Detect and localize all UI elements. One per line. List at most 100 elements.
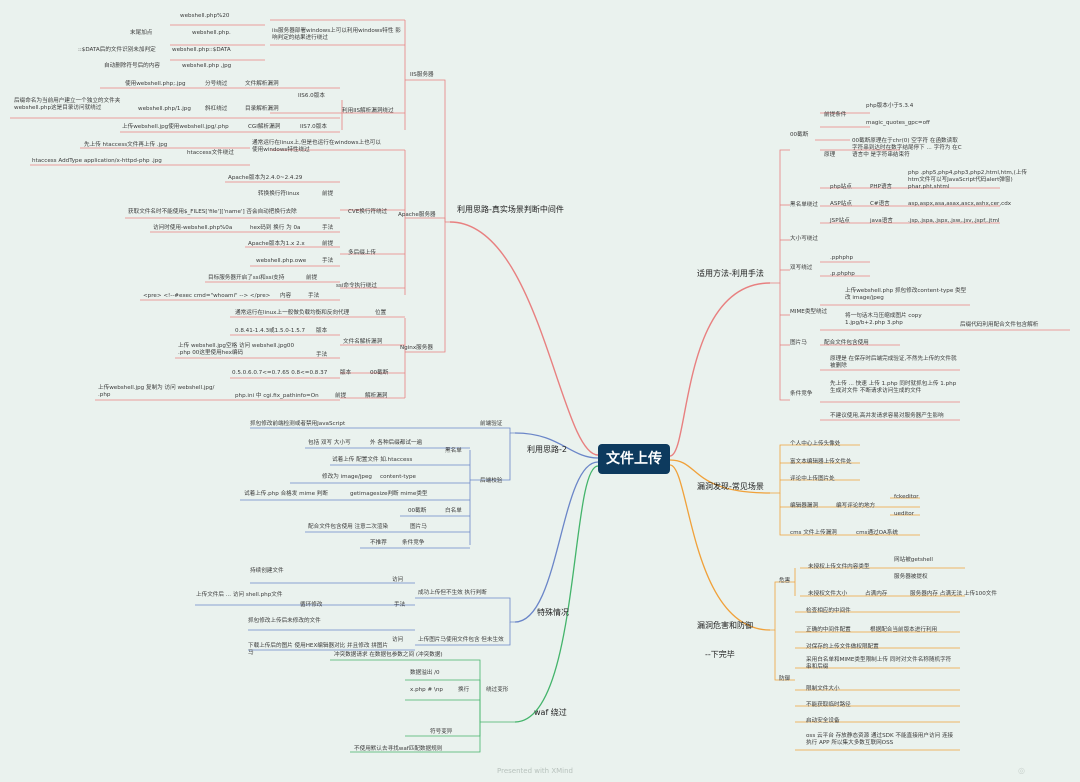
node[interactable]: 自动删除符号后的内容 (104, 63, 160, 69)
node[interactable]: 文件名解析漏洞 (343, 339, 383, 345)
node[interactable]: 前提 (322, 191, 334, 197)
node[interactable]: 00截断原理在于chr(0) 空字符 在函数读取字符串到达时在数字结尾停下 ..… (852, 138, 962, 158)
node[interactable]: 成功上传但不生效 执行判断 (418, 590, 487, 596)
node[interactable]: IIS7.0版本 (300, 124, 327, 130)
branch-waf[interactable]: waf 绕过 (534, 708, 567, 717)
node[interactable]: 访问 (392, 577, 404, 583)
node[interactable]: webshell.php.owe (256, 258, 307, 264)
node[interactable]: 先上传 ... 快速 上传 1.php 同时就抓包上传 1.php 生成对文件 … (830, 381, 957, 394)
node[interactable]: 前提 (306, 275, 318, 281)
node[interactable]: 双写绕过 (790, 265, 813, 271)
node[interactable]: 评论中上传图片处 (790, 476, 835, 482)
node[interactable]: webshell.php ,jpg (182, 63, 232, 69)
node[interactable]: 不建议使用,高并发请求容易对服务器产生影响 (830, 413, 944, 419)
node[interactable]: 转换换行符linux (258, 191, 300, 197)
node[interactable]: MIME类型绕过 (790, 309, 828, 315)
node[interactable]: .pphphp (830, 255, 854, 261)
node[interactable]: 富文本编辑器上传文件处 (790, 459, 852, 465)
node[interactable]: 大小写绕过 (790, 236, 818, 242)
node[interactable]: cms通过OA系统 (856, 530, 898, 536)
node[interactable]: Apache版本为2.4.0~2.4.29 (228, 175, 303, 181)
node[interactable]: 版本 (316, 328, 328, 334)
node[interactable]: 图片马 (790, 340, 807, 346)
node[interactable]: 上传文件后 ... 访问 shell.php文件 (196, 592, 283, 598)
node[interactable]: CVE换行符绕过 (348, 209, 388, 215)
node[interactable]: 黑名单 (445, 448, 462, 454)
node[interactable]: 访问 (392, 637, 404, 643)
node[interactable]: 不推荐 (370, 540, 387, 546)
central-topic[interactable]: 文件上传 (598, 444, 670, 474)
branch-ideas-middleware[interactable]: 利用思路-真实场景判断中间件 (457, 205, 564, 214)
node[interactable]: 斜杠绕过 (205, 106, 228, 112)
node[interactable]: 后缀命名为当前用户建立一个独立的文件夹 webshell.php这是目录访问就绕… (14, 98, 121, 111)
node[interactable]: 未授权上传文件内容类型 (808, 564, 870, 570)
node[interactable]: php .php5,php4,php3,php2,html,htm,(上传htm… (908, 170, 1027, 190)
node[interactable]: 手法 (322, 225, 334, 231)
node[interactable]: htaccess AddType application/x-httpd-php… (32, 158, 162, 164)
node[interactable]: php版本小于5.3.4 (866, 103, 914, 109)
node[interactable]: 条件竞争 (402, 540, 425, 546)
node[interactable]: 位置 (375, 310, 387, 316)
node[interactable]: 图片马 (410, 524, 427, 530)
node[interactable]: 后缀代码利用配合文件包含解析 (960, 322, 1039, 328)
node[interactable]: 末尾加点 (130, 30, 153, 36)
node[interactable]: 通常运行在linux上,但是也运行在windows上也可以使用windows特性… (252, 140, 381, 153)
node[interactable]: JSP站点 (830, 218, 850, 224)
node[interactable]: 编辑器漏洞 (790, 503, 818, 509)
node[interactable]: 先上传 htaccess文件再上传 .jpg (84, 142, 168, 148)
node[interactable]: 上传webshell.jpg使用webshell.jpg/.php (122, 124, 229, 130)
node[interactable]: php.ini 中 cgi.fix_pathinfo=On (235, 393, 319, 399)
node[interactable]: 00截断 (370, 370, 389, 376)
node[interactable]: 手法 (308, 293, 320, 299)
node[interactable]: 前提 (335, 393, 347, 399)
node[interactable]: 不使用默认去寻找waf匹配数据规则 (354, 746, 443, 752)
node[interactable]: 危害 (779, 578, 791, 584)
node[interactable]: 抓包修改上传后未修改的文件 (248, 618, 321, 624)
node[interactable]: 包括 双写 大小写 (308, 440, 351, 446)
node[interactable]: 启动安全设备 (806, 718, 840, 724)
node[interactable]: 配合文件包含使用 (824, 340, 869, 346)
nginx-server[interactable]: Nginx服务器 (400, 345, 433, 351)
node[interactable]: IIS6.0版本 (298, 93, 325, 99)
node[interactable]: 对保存的上传文件做权限配置 (806, 644, 879, 650)
node[interactable]: 试着上传.php 合格发 mime 判断 (244, 491, 328, 497)
node[interactable]: 目标服务器开启了ssi和ssi支持 (208, 275, 285, 281)
node[interactable]: 通常运行在linux上一般做负载均衡和反向代理 (235, 310, 350, 316)
node[interactable]: webshell.php/1.jpg (138, 106, 191, 112)
node[interactable]: oss 云平台 存放静态资源 通过SDK 不能直接用户访问 连接 执行 APP … (806, 733, 954, 746)
node[interactable]: ueditor (894, 511, 915, 517)
node[interactable]: 服务器被提权 (894, 574, 928, 580)
node[interactable]: iis服务器部署windows上可以利用windows特性 影响判定的结果进行绕… (272, 28, 401, 41)
node[interactable]: 冲突数据请求 在数据包参数之间 (冲突数据) (334, 652, 443, 658)
node[interactable]: 多后缀上传 (348, 250, 376, 256)
node[interactable]: CGI解析漏洞 (248, 124, 281, 130)
apache-server[interactable]: Apache服务器 (398, 212, 436, 218)
node[interactable]: 上传webshell.php 抓包修改content-type 类型 改 ima… (845, 288, 967, 301)
node[interactable]: 前提条件 (824, 112, 847, 118)
node[interactable]: 限制文件大小 (806, 686, 840, 692)
node[interactable]: 试着上传 配置文件 如.htaccess (332, 457, 413, 463)
node[interactable]: 采用白名单和MIME类型限制上传 同时对文件名称随机字符串和后缀 (806, 657, 952, 670)
node[interactable]: 前端验证 (480, 421, 503, 427)
node[interactable]: 后端校验 (480, 478, 503, 484)
node[interactable]: 绕过变形 (486, 687, 509, 693)
node[interactable]: 00截断 (408, 508, 427, 514)
node[interactable]: 符号变异 (430, 729, 453, 735)
node[interactable]: 0.5.0.6.0.7<=0.7.65 0.8<=0.8.37 (232, 370, 328, 376)
node[interactable]: 网站被getshell (894, 557, 933, 563)
node[interactable]: webshell.php%20 (180, 13, 230, 19)
node[interactable]: 根据配合当前版本进行利用 (870, 627, 938, 633)
node[interactable]: 上传webshell.jpg 复制为 访问 webshell.jpg/ .php (98, 385, 215, 398)
node[interactable]: content-type (380, 474, 416, 480)
node[interactable]: 分号绕过 (205, 81, 228, 87)
node[interactable]: 目录解析漏洞 (245, 106, 279, 112)
node[interactable]: webshell.php. (192, 30, 231, 36)
node[interactable]: 将一句话木马压缩成图片 copy 1.jpg/b+2.php 3.php (845, 313, 922, 326)
node[interactable]: htaccess文件绕过 (187, 150, 234, 156)
node[interactable]: 原理 (824, 152, 836, 158)
node[interactable]: 内容 (280, 293, 292, 299)
node[interactable]: 前提 (322, 241, 334, 247)
node[interactable]: 获取文件名时不能使用$_FILES['file']['name'] 否会自动把换… (128, 209, 297, 215)
node[interactable]: 原理是 在保存时后端完成验证,不然先上传的文件就被删除 (830, 356, 957, 369)
node[interactable]: 条件竞争 (790, 391, 813, 397)
